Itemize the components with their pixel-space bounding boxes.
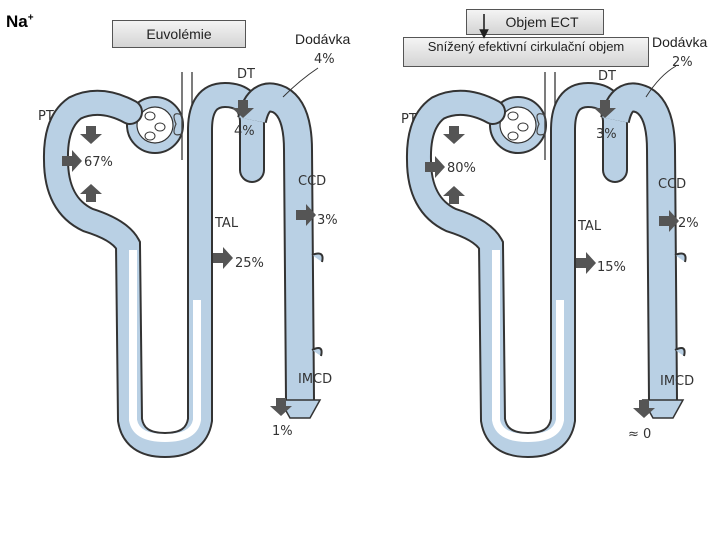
value-pt-left: 67% — [84, 155, 113, 170]
value-excretion-right: ≈ 0 — [628, 427, 652, 442]
reduced-volume-box: Snížený efektivní cirkulační objem — [403, 37, 649, 67]
ect-volume-box: Objem ECT — [466, 9, 604, 35]
label-pt-right: PT — [401, 112, 417, 127]
ccd-right-arrow-icon-r — [659, 210, 679, 232]
delivery-value-left: 4% — [314, 52, 335, 67]
label-dt-left: DT — [237, 67, 255, 82]
right-nephron — [405, 65, 687, 459]
dt-down-arrow-icon-r — [594, 100, 616, 118]
tal-right-arrow-icon — [213, 247, 233, 269]
value-ccd-left: 3% — [317, 213, 338, 228]
pt-up-arrow-icon — [80, 184, 102, 202]
label-tal-left: TAL — [215, 216, 239, 231]
imcd-down-arrow-icon-r — [633, 400, 655, 418]
value-dt-left: 4% — [234, 124, 255, 139]
left-nephron — [42, 67, 324, 459]
label-pt-left: PT — [38, 109, 54, 124]
pt-right-arrow-icon-r — [425, 156, 445, 178]
label-ccd-right: CCD — [658, 177, 687, 192]
value-tal-right: 15% — [597, 260, 626, 275]
label-tal-right: TAL — [578, 219, 602, 234]
ccd-right-arrow-icon — [296, 204, 316, 226]
imcd-down-arrow-icon — [270, 398, 292, 416]
label-ccd-left: CCD — [298, 174, 327, 189]
dt-down-arrow-icon — [232, 100, 254, 118]
pt-down-arrow-icon-r — [443, 126, 465, 144]
tal-right-arrow-icon-r — [576, 252, 596, 274]
delivery-value-right: 2% — [672, 55, 693, 70]
pt-down-arrow-icon — [80, 126, 102, 144]
euvolemia-box: Euvolémie — [112, 20, 246, 48]
value-ccd-right: 2% — [678, 216, 699, 231]
pt-up-arrow-icon-r — [443, 186, 465, 204]
value-tal-left: 25% — [235, 256, 264, 271]
label-imcd-right: IMCD — [660, 374, 695, 389]
value-dt-right: 3% — [596, 127, 617, 142]
label-imcd-left: IMCD — [298, 372, 333, 387]
label-dt-right: DT — [598, 69, 616, 84]
value-pt-right: 80% — [447, 161, 476, 176]
pt-right-arrow-icon — [62, 150, 82, 172]
sodium-title: Na+ — [6, 12, 34, 31]
value-excretion-left: 1% — [272, 424, 293, 439]
delivery-caption-left: Dodávka — [295, 31, 351, 47]
delivery-caption-right: Dodávka — [652, 34, 708, 50]
